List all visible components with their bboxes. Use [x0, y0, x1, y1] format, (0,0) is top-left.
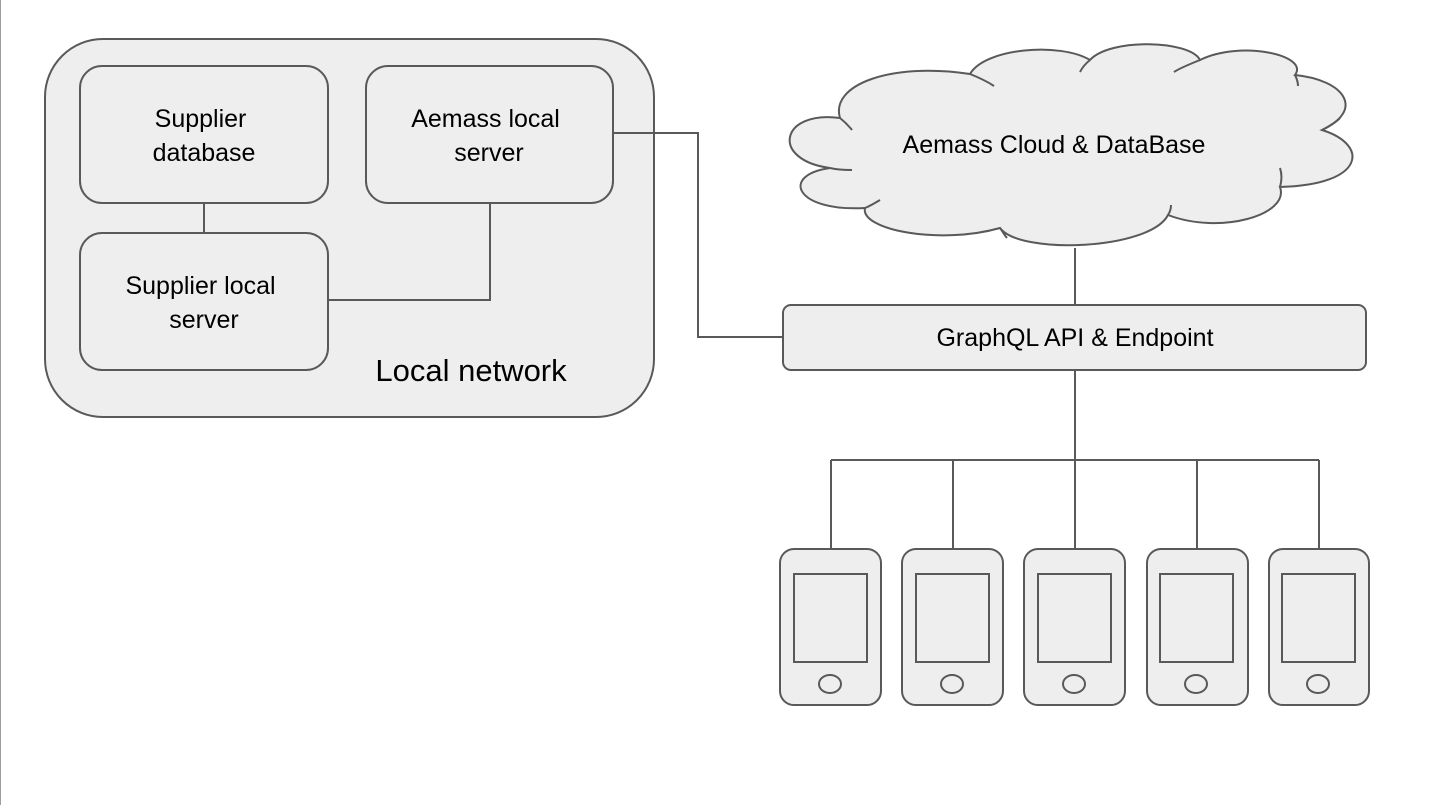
cloud-shape: [788, 43, 1354, 247]
aemass-local-server-label: Aemass local server: [411, 105, 567, 167]
graphql-api-node: [782, 304, 1367, 371]
supplier-database-line-1: Supplier: [155, 105, 247, 133]
local-network-label: Local network: [375, 353, 567, 388]
phone-screen: [1159, 573, 1234, 663]
connector-aemass-server-to-supplier-server: [328, 203, 491, 301]
device-phone-2: [901, 548, 1004, 706]
phone-screen: [1281, 573, 1356, 663]
aemass-local-server-line-2: server: [454, 139, 523, 167]
connector-aemass-server-to-graphql: [613, 132, 783, 338]
supplier-local-server-node: [79, 232, 329, 371]
phone-home-button: [818, 674, 842, 694]
mobile-devices: [779, 548, 1370, 706]
supplier-local-server-line-2: server: [169, 306, 238, 334]
phone-home-button: [940, 674, 964, 694]
phone-home-button: [1306, 674, 1330, 694]
connector-graphql-to-devices-bus: [830, 370, 1320, 549]
phone-screen: [915, 573, 990, 663]
phone-screen: [1037, 573, 1112, 663]
aemass-local-server-node: [365, 65, 614, 204]
phone-home-button: [1062, 674, 1086, 694]
phone-home-button: [1184, 674, 1208, 694]
cloud-detail-lines: [829, 59, 1341, 239]
supplier-local-server-label: Supplier local server: [125, 272, 282, 334]
cloud-label: Aemass Cloud & DataBase: [903, 131, 1206, 159]
supplier-database-line-2: database: [153, 139, 256, 167]
device-phone-1: [779, 548, 882, 706]
device-phone-3: [1023, 548, 1126, 706]
device-phone-4: [1146, 548, 1249, 706]
supplier-local-server-line-1: Supplier local: [125, 272, 275, 300]
graphql-api-label: GraphQL API & Endpoint: [936, 324, 1213, 352]
device-phone-5: [1268, 548, 1370, 706]
supplier-database-label: Supplier database: [153, 105, 256, 167]
phone-screen: [793, 573, 868, 663]
aemass-local-server-line-1: Aemass local: [411, 105, 560, 133]
cloud-icon: Aemass Cloud & DataBase: [788, 43, 1354, 247]
supplier-database-node: [79, 65, 329, 204]
